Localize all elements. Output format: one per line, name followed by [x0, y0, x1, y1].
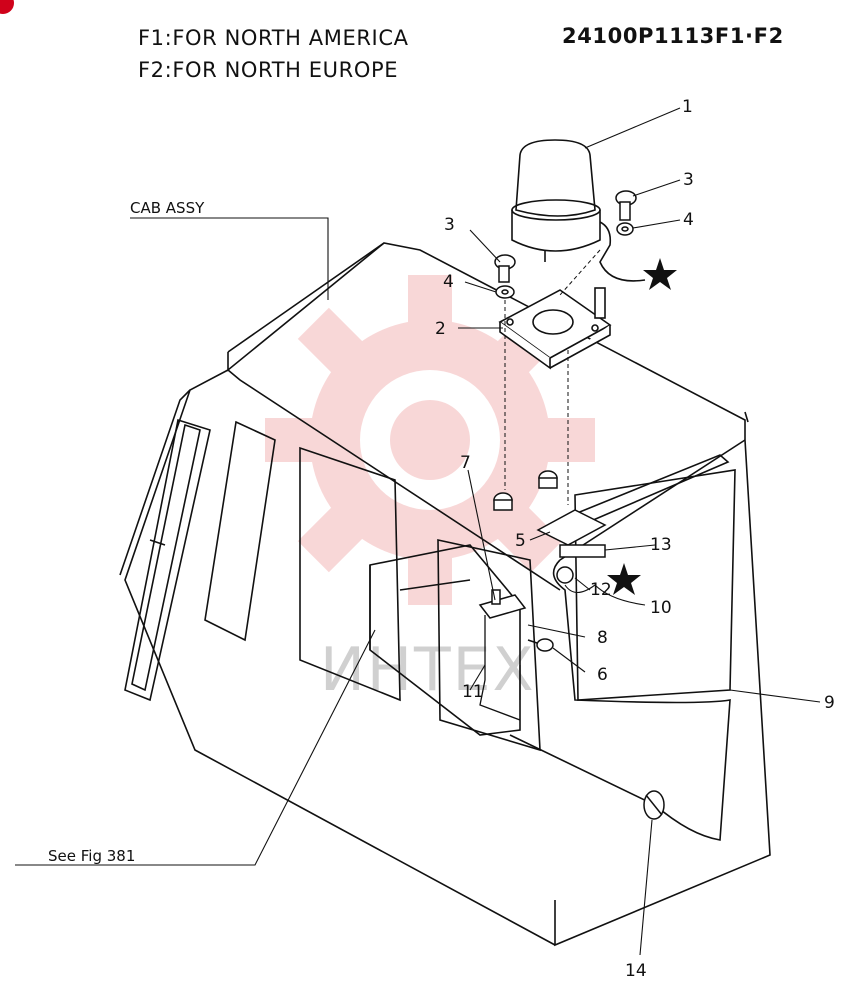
callout-2: 2	[435, 319, 446, 339]
mounting-bracket-icon	[498, 287, 612, 370]
roof-bracket-icon	[536, 509, 607, 584]
bolt-icon	[494, 190, 637, 283]
callout-6: 6	[597, 665, 608, 685]
switch-bracket-icon	[478, 589, 527, 619]
callout-9: 9	[824, 693, 835, 713]
callout-3-left: 3	[444, 215, 455, 235]
callout-11: 11	[462, 682, 484, 702]
callout-10: 10	[650, 598, 672, 618]
callout-4-left: 4	[443, 272, 454, 292]
spacer-icon	[493, 470, 558, 511]
harness-branch	[479, 615, 521, 721]
callout-1: 1	[682, 97, 693, 117]
star-icon	[607, 258, 677, 595]
switch-icon	[527, 638, 554, 652]
see-fig-label: See Fig 381	[48, 847, 135, 865]
alignment-lines	[504, 249, 601, 505]
leader-lines	[15, 107, 821, 956]
header-line-1: F1:FOR NORTH AMERICA	[138, 26, 409, 50]
corner-badge	[0, 0, 14, 14]
harness	[509, 559, 731, 841]
beacon-lamp-icon	[511, 139, 646, 282]
callout-4-right: 4	[683, 210, 694, 230]
callout-13: 13	[650, 535, 672, 555]
callout-7: 7	[460, 453, 471, 473]
cab-outline	[119, 242, 771, 947]
header-line-2: F2:FOR NORTH EUROPE	[138, 58, 399, 82]
callout-12: 12	[590, 580, 612, 600]
callout-14: 14	[625, 961, 647, 981]
callout-3-right: 3	[683, 170, 694, 190]
callout-8: 8	[597, 628, 608, 648]
harness-clip-icon	[643, 790, 665, 820]
part-code: 24100P1113F1·F2	[562, 24, 784, 48]
cab-assy-label: CAB ASSY	[130, 199, 205, 217]
callout-5: 5	[515, 531, 526, 551]
washer-icon	[495, 222, 634, 299]
